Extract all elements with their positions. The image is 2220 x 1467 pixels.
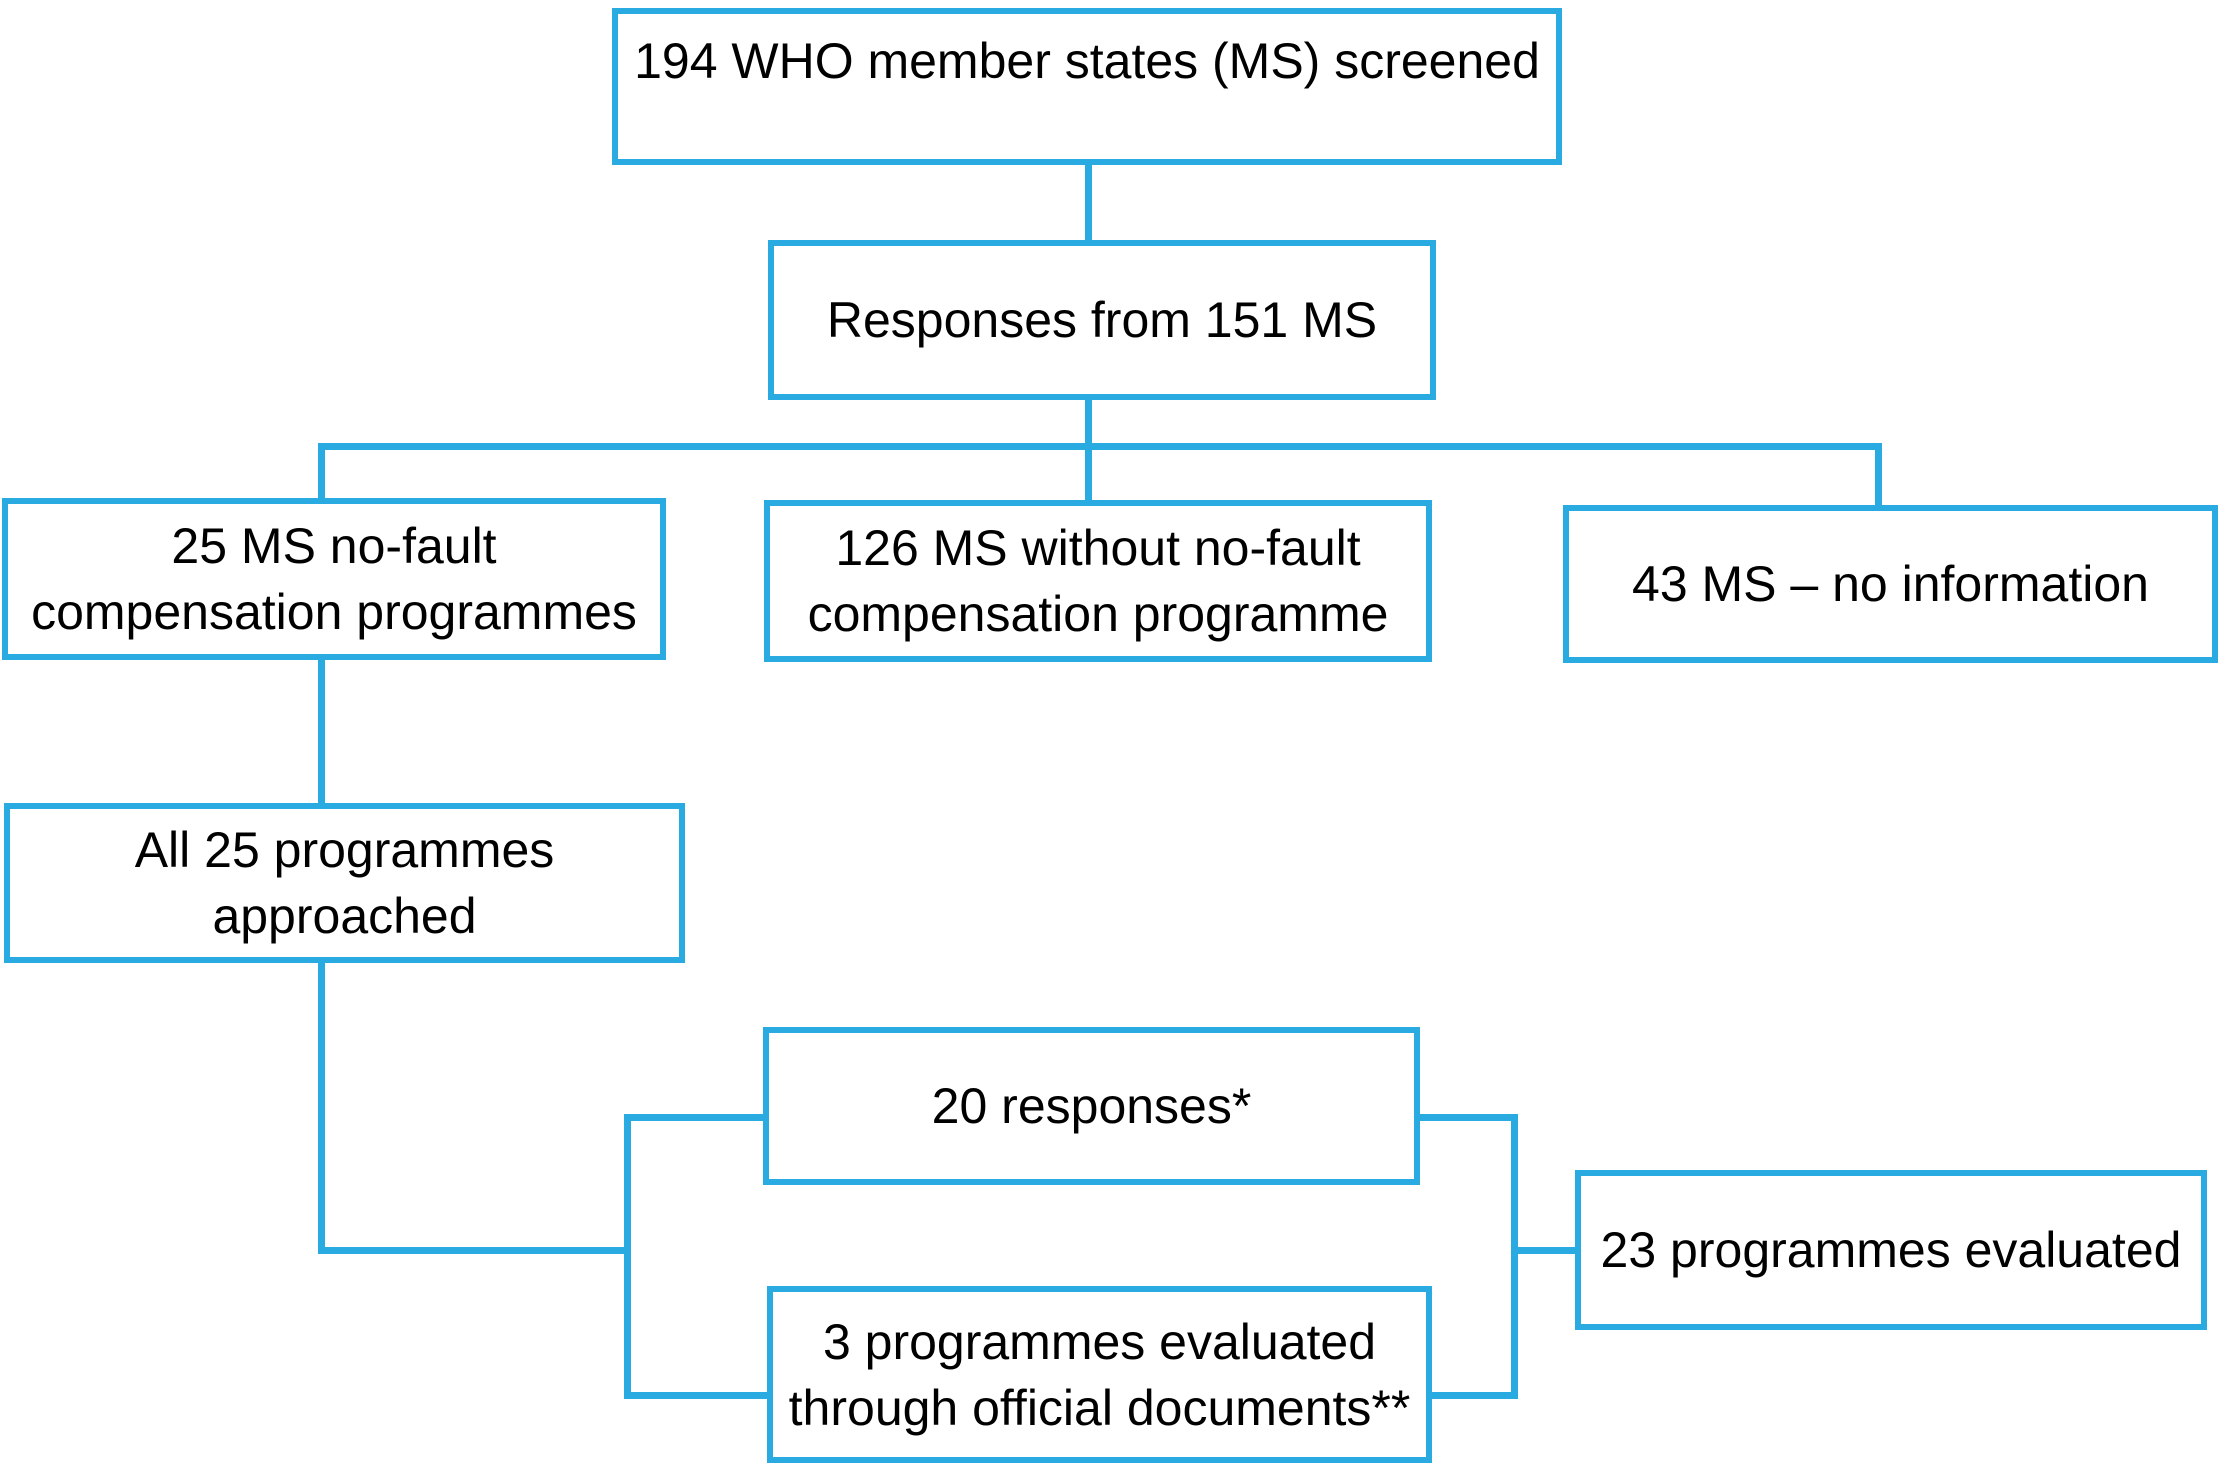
node-label-line: 43 MS – no information	[1632, 556, 2149, 612]
node-label-line: 3 programmes evaluated	[822, 1313, 1377, 1370]
connector-documents3-out	[1428, 1392, 1518, 1399]
connector-to-evaluated23	[1511, 1247, 1579, 1254]
connector-stub-to-responses20	[624, 1114, 767, 1121]
connector-screened-to-responses	[1085, 162, 1092, 244]
node-25-ms-no-fault: 25 MS no-fault compensation programmes	[2, 498, 666, 660]
node-label-line: 20 responses*	[931, 1078, 1252, 1134]
node-label-line: 25 MS no-fault	[171, 518, 497, 574]
connector-responses-drop	[1085, 396, 1092, 506]
node-3-programmes-documents: 3 programmes evaluated through official …	[767, 1286, 1432, 1463]
node-label-line: approached	[212, 888, 477, 944]
node-label-line: 23 programmes evaluated	[1600, 1222, 2182, 1278]
node-23-programmes-evaluated: 23 programmes evaluated	[1575, 1170, 2207, 1330]
node-label-line: All 25 programmes	[134, 822, 555, 878]
node-label-line: 194 WHO member states (MS) screened	[634, 33, 1540, 89]
node-126-ms-without: 126 MS without no-fault compensation pro…	[764, 500, 1432, 662]
node-194-ms-screened: 194 WHO member states (MS) screened	[612, 8, 1562, 165]
connector-drop-right	[1875, 443, 1882, 509]
connector-right-bracket-vertical	[1511, 1114, 1518, 1399]
connector-stub-to-documents3	[624, 1392, 771, 1399]
node-20-responses: 20 responses*	[763, 1027, 1420, 1185]
node-label-line: compensation programme	[807, 586, 1389, 642]
connector-approached-down	[318, 959, 325, 1254]
node-label-line: Responses from 151 MS	[826, 292, 1378, 348]
connector-left-bracket-vertical	[624, 1114, 631, 1399]
node-responses-151-ms: Responses from 151 MS	[768, 240, 1436, 400]
node-all-25-approached: All 25 programmes approached	[4, 803, 685, 963]
connector-approached-elbow-horizontal	[318, 1247, 631, 1254]
node-43-ms-no-information: 43 MS – no information	[1563, 505, 2218, 663]
node-label-line: through official documents**	[788, 1379, 1411, 1436]
connector-drop-left	[318, 443, 325, 503]
connector-responses20-out	[1416, 1114, 1518, 1121]
connector-nofault-to-approached	[318, 656, 325, 808]
connector-branch-horizontal	[318, 443, 1882, 450]
node-label-line: 126 MS without no-fault	[835, 520, 1361, 576]
node-label-line: compensation programmes	[31, 584, 637, 640]
